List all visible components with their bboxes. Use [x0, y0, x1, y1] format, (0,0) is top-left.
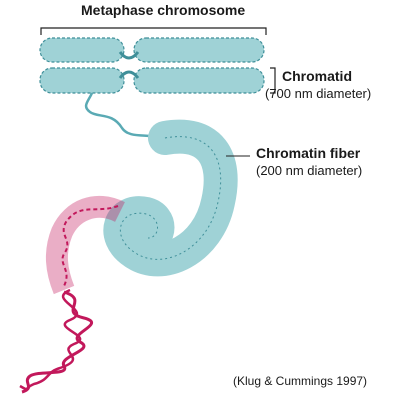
chromatid-upper-right	[133, 37, 265, 63]
chromatid-bracket	[270, 67, 276, 94]
solenoid-wraps	[61, 205, 119, 287]
chromatid-upper-left	[39, 37, 125, 63]
chromatid-lower-right	[133, 67, 265, 94]
dna-helix-strand-a	[21, 290, 93, 394]
centromere	[118, 51, 140, 79]
metaphase-chromosome	[39, 37, 265, 94]
dna-helix-strand-b	[19, 288, 82, 391]
chromatin-fiber-label: Chromatin fiber	[256, 145, 361, 161]
chromatin-fiber-outline	[119, 136, 222, 260]
chromatid-label: Chromatid	[282, 68, 352, 84]
chromatin-fiber-diameter-label: (200 nm diameter)	[256, 163, 363, 178]
connecting-strand	[84, 92, 169, 142]
chromatid-lower-left	[39, 67, 125, 94]
title-bracket	[40, 27, 267, 35]
citation: (Klug & Cummings 1997)	[233, 374, 368, 388]
diagram-title: Metaphase chromosome	[81, 2, 246, 18]
solenoid-band	[46, 195, 125, 295]
chromatin-fiber-coil	[103, 119, 238, 277]
chromatid-diameter-label: (700 nm diameter)	[265, 86, 372, 101]
